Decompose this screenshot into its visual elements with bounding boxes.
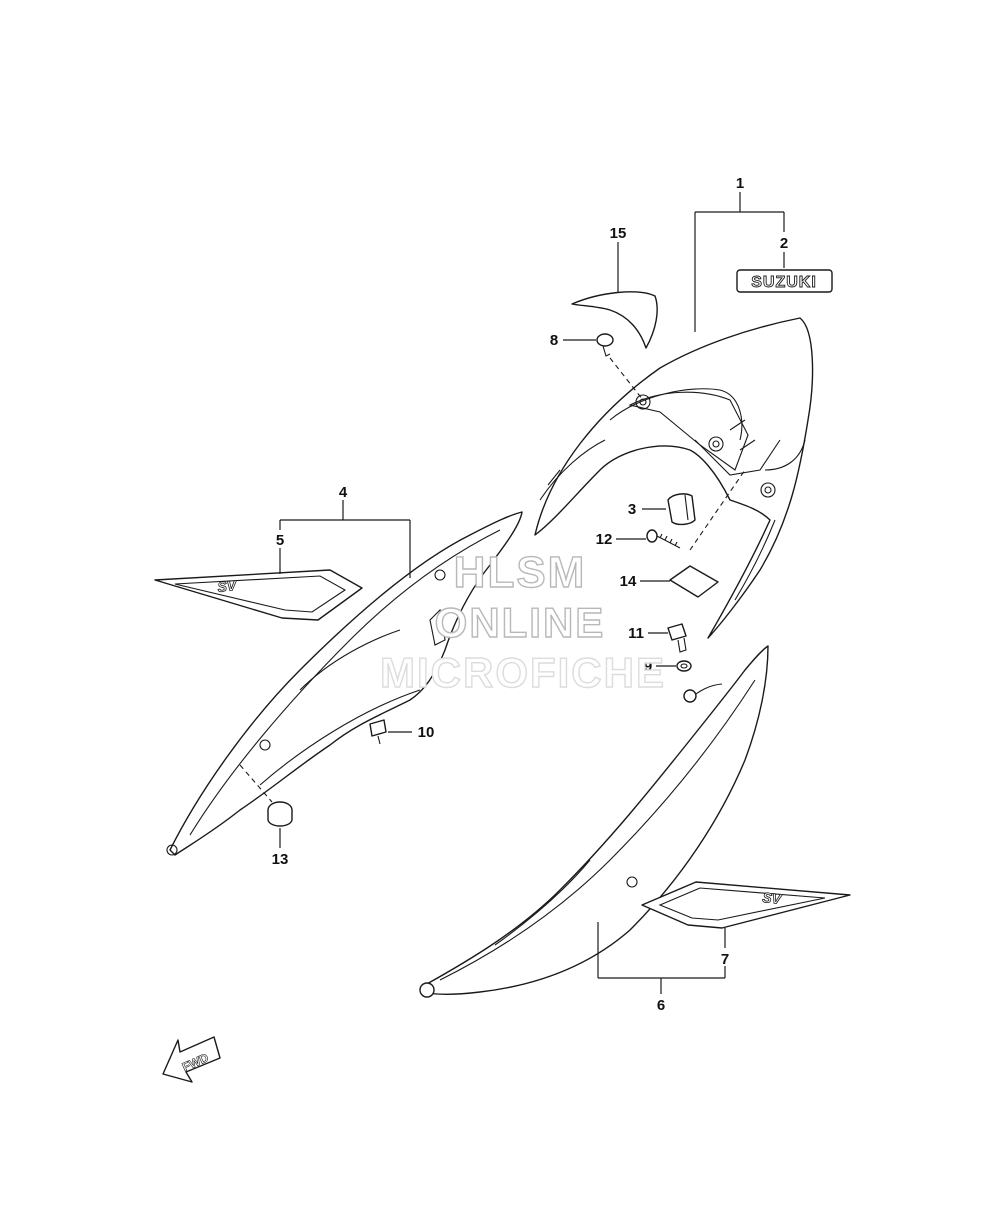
callout-1: 1 <box>736 175 744 192</box>
callout-3: 3 <box>628 501 636 518</box>
callout-labels: 1 2 15 8 3 12 14 11 9 4 5 10 13 7 6 <box>272 175 789 1014</box>
callout-8: 8 <box>550 332 558 349</box>
part-1-tail-cowling <box>534 317 814 639</box>
watermark-line-3: MICROFICHE <box>380 649 666 696</box>
callout-9: 9 <box>644 658 652 675</box>
part-5-left-decal: SV <box>154 569 363 621</box>
callout-14: 14 <box>620 573 637 590</box>
right-decal-mark: SV <box>762 889 784 907</box>
callout-6: 6 <box>657 997 665 1014</box>
fwd-arrow: FWD <box>162 1036 221 1083</box>
part-7-right-decal: SV <box>641 881 851 929</box>
callout-10: 10 <box>418 724 435 741</box>
callout-12: 12 <box>596 531 613 548</box>
callout-15: 15 <box>610 225 627 242</box>
part-9-nut <box>676 660 692 672</box>
part-6-right-frame-cover <box>419 645 769 998</box>
part-13-grommet <box>267 801 293 827</box>
part-11-bolt <box>667 623 687 653</box>
left-decal-mark: SV <box>217 577 239 595</box>
part-10-clip <box>369 719 387 745</box>
callout-11: 11 <box>628 625 644 642</box>
part-12-screw <box>646 529 681 549</box>
watermark-line-1: HLSM <box>454 548 587 597</box>
callout-5: 5 <box>276 532 284 549</box>
callout-7: 7 <box>721 951 729 968</box>
callout-13: 13 <box>272 851 289 868</box>
part-4-left-frame-cover <box>166 511 523 856</box>
watermark: HLSM ONLINE MICROFICHE <box>379 547 666 696</box>
part-8-bolt <box>596 333 614 357</box>
callout-2: 2 <box>780 235 788 252</box>
leader-lines <box>279 192 785 994</box>
callout-4: 4 <box>339 484 348 501</box>
part-3-cushion <box>667 493 696 526</box>
part-2-emblem: SUZUKI <box>736 269 833 293</box>
part-15-pad <box>571 291 658 349</box>
watermark-line-2: ONLINE <box>435 599 606 646</box>
part-14-pad <box>669 565 719 598</box>
emblem-text: SUZUKI <box>751 274 817 291</box>
